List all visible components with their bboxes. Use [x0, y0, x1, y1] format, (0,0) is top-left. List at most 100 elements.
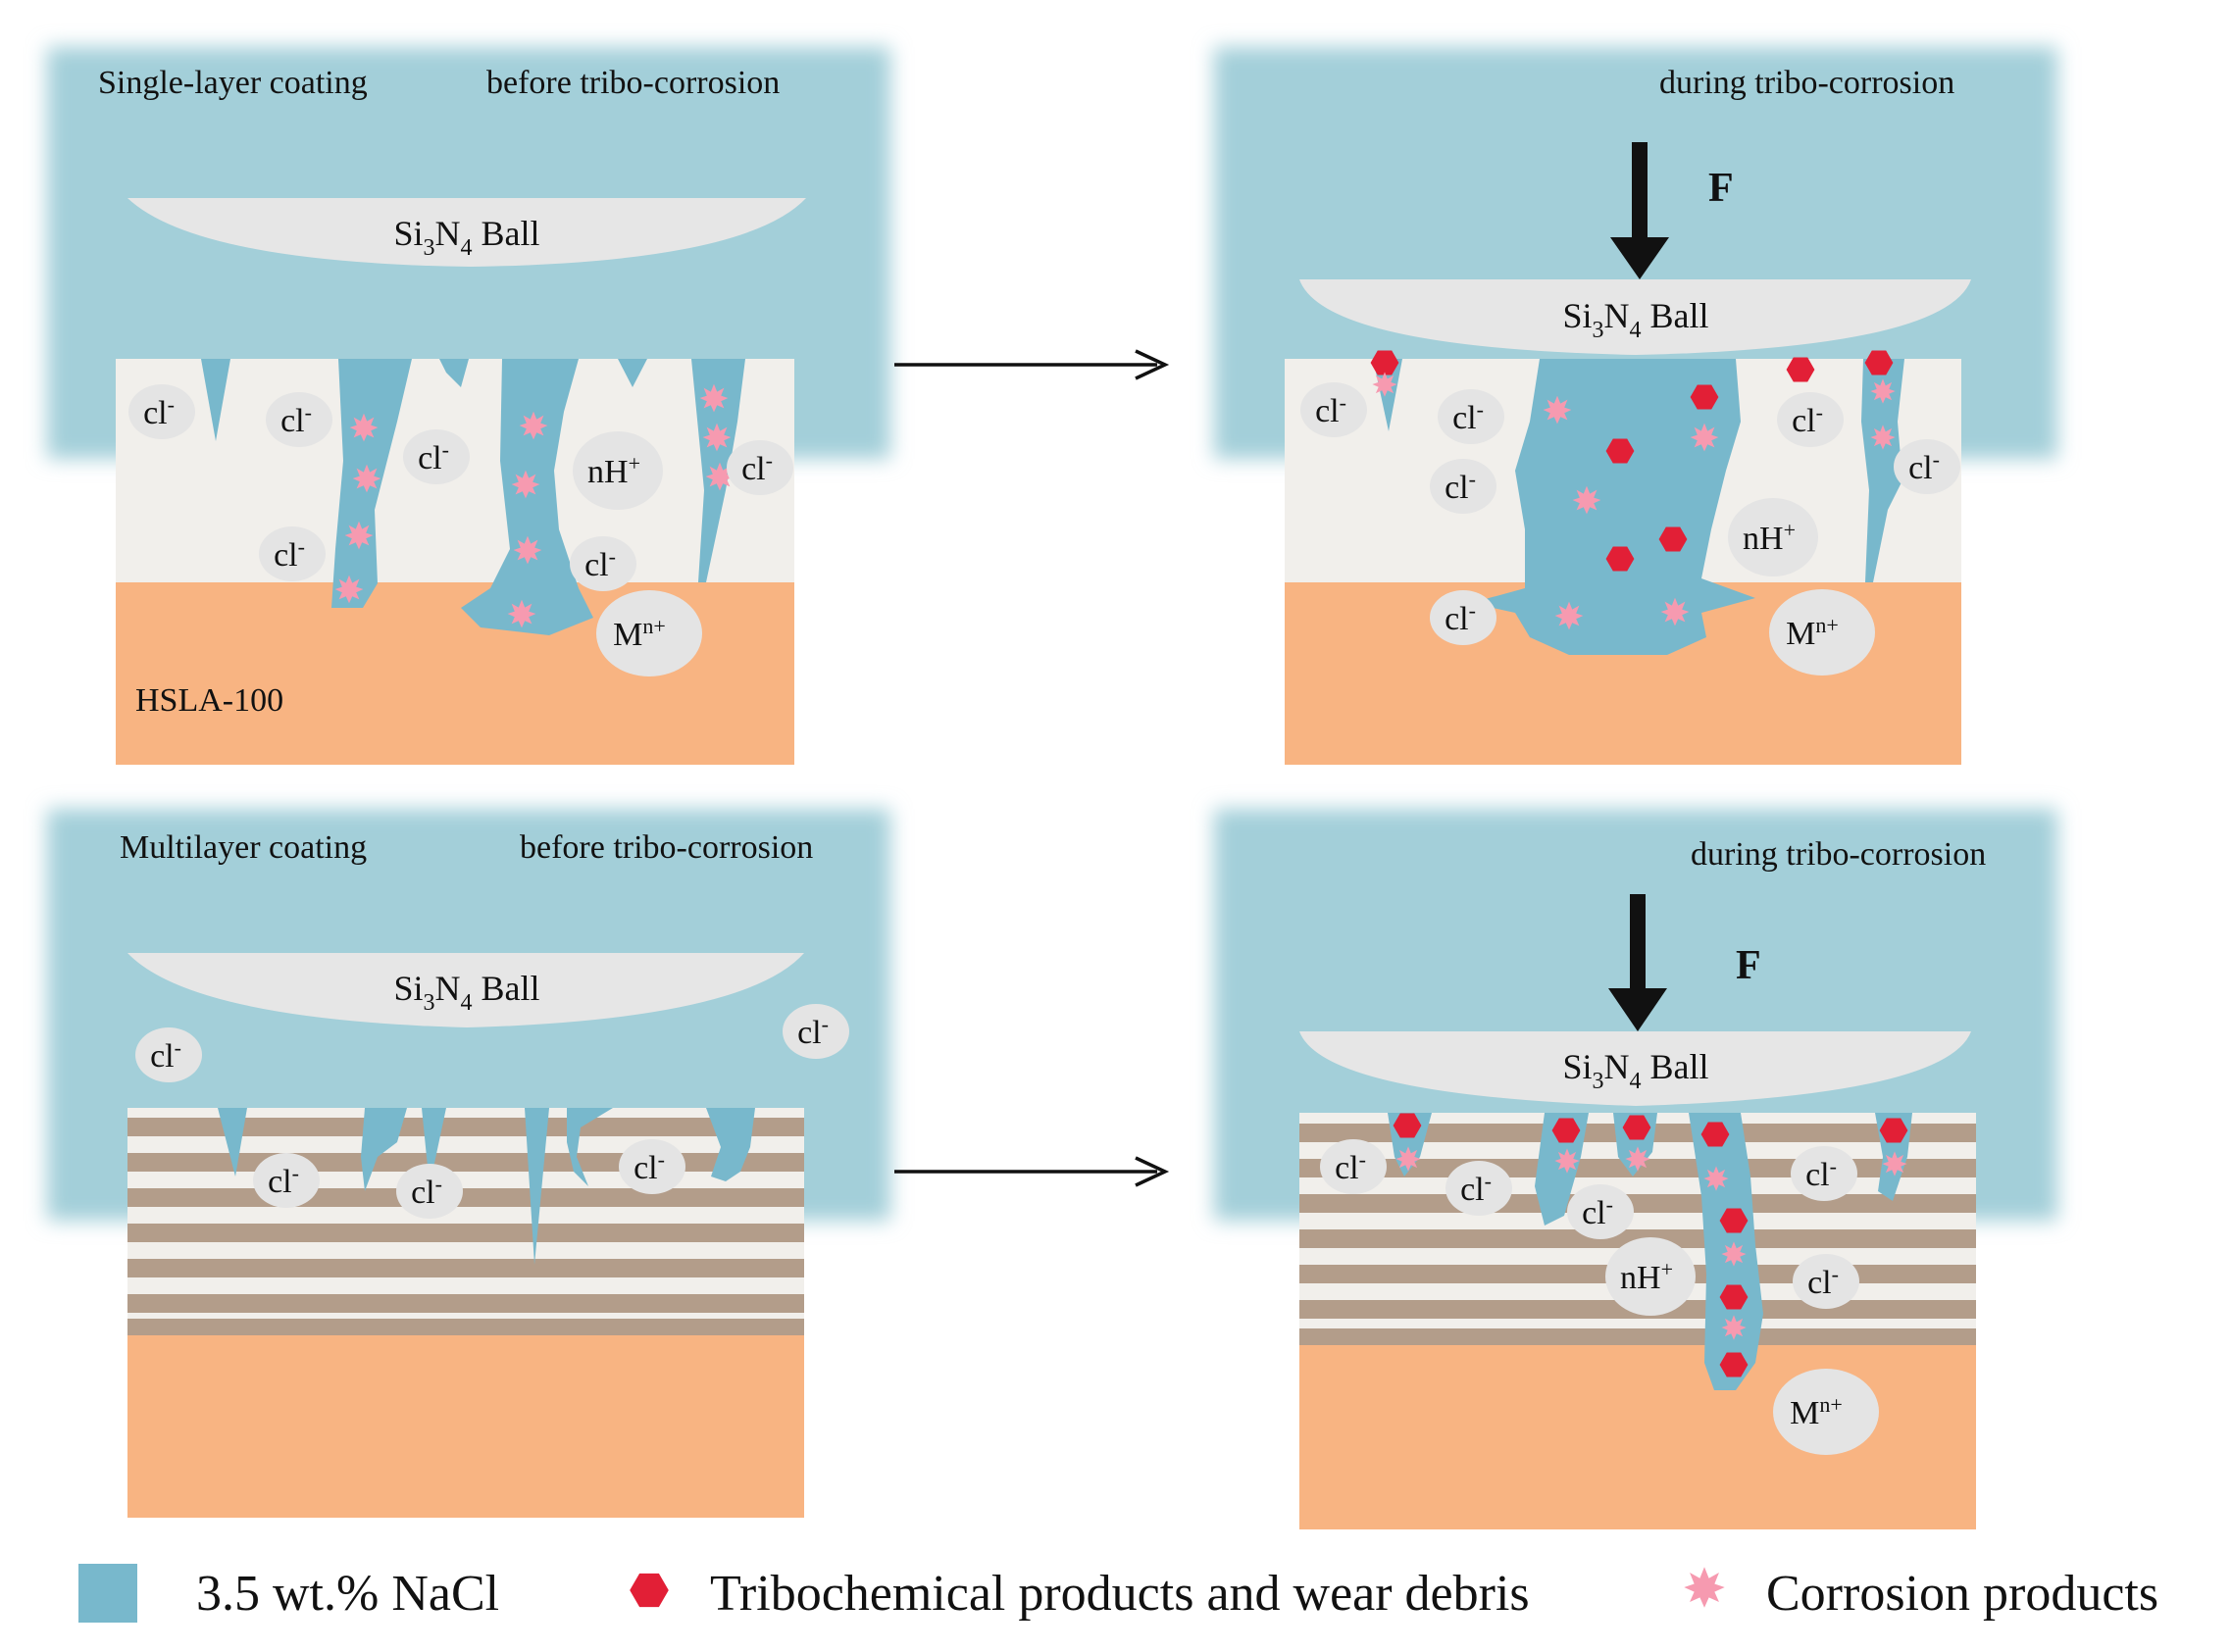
corrosion-product: [511, 470, 540, 499]
svg-text:cl-: cl-: [1582, 1192, 1613, 1231]
svg-text:cl-: cl-: [741, 448, 773, 487]
crack: [567, 1108, 613, 1186]
crack: [1861, 359, 1904, 582]
svg-text:cl-: cl-: [634, 1147, 665, 1186]
during-label: during tribo-corrosion: [1659, 65, 1954, 101]
hydrogen-ion: nH+: [1728, 498, 1818, 576]
corrosion-product: [1870, 378, 1896, 404]
chloride-ion: cl-: [1320, 1139, 1387, 1194]
svg-text:cl-: cl-: [1335, 1147, 1366, 1186]
corrosion-product: [1703, 1166, 1729, 1191]
corrosion-product: [1660, 597, 1690, 626]
crack: [706, 1108, 755, 1181]
svg-text:Mn+: Mn+: [1786, 613, 1839, 652]
corrosion-product: [1372, 372, 1397, 397]
nacl-swatch: [78, 1564, 137, 1623]
crack: [218, 1108, 247, 1176]
crack: [201, 359, 230, 441]
chloride-ion: cl-: [1777, 392, 1844, 447]
corrosion-product: [699, 383, 729, 413]
corrosion-product: [1625, 1146, 1650, 1172]
svg-text:cl-: cl-: [1460, 1169, 1492, 1208]
si3n4-ball: [1299, 1031, 1971, 1106]
chloride-ion: cl-: [1445, 1161, 1512, 1216]
before-label: before tribo-corrosion: [486, 65, 780, 101]
svg-text:cl-: cl-: [1807, 1262, 1839, 1301]
chloride-ion: cl-: [253, 1153, 320, 1208]
svg-text:cl-: cl-: [1792, 400, 1823, 439]
chloride-ion: cl-: [135, 1027, 202, 1082]
svg-text:nH+: nH+: [1743, 518, 1796, 557]
svg-text:cl-: cl-: [1315, 390, 1346, 429]
svg-text:nH+: nH+: [587, 451, 640, 490]
svg-text:cl-: cl-: [150, 1035, 181, 1075]
corrosion-product: [1554, 1148, 1580, 1174]
crack: [618, 359, 647, 387]
corrosion-product: [1690, 423, 1719, 452]
panel-single-before: Si3N4 Ball Single-layer coating before t…: [47, 47, 890, 765]
chloride-ion: cl-: [1430, 459, 1496, 514]
hexagon-icon: [628, 1565, 671, 1623]
svg-text:cl-: cl-: [1445, 598, 1476, 637]
ball-label: Si3N4 Ball: [1562, 1047, 1708, 1094]
chloride-ion: cl-: [128, 384, 195, 439]
force-label: F: [1708, 166, 1734, 211]
chloride-ion: cl-: [619, 1139, 685, 1194]
corrosion-product: [334, 575, 364, 604]
corrosion-product: [702, 423, 732, 452]
legend-tribo-label: Tribochemical products and wear debris: [710, 1565, 1530, 1622]
corrosion-product: [1554, 601, 1584, 630]
svg-text:cl-: cl-: [584, 544, 616, 583]
force-arrow: [1610, 142, 1669, 279]
chloride-ion: cl-: [570, 536, 636, 591]
svg-text:cl-: cl-: [1452, 397, 1484, 436]
metal-ion: Mn+: [1769, 589, 1875, 676]
hydrogen-ion: nH+: [573, 431, 663, 510]
crack: [439, 359, 469, 387]
substrate-label: HSLA-100: [135, 682, 283, 719]
hydrogen-ion: nH+: [1605, 1237, 1696, 1316]
wear-channel: [1471, 359, 1755, 655]
crack: [1689, 1113, 1763, 1390]
metal-ion: Mn+: [1773, 1369, 1879, 1455]
corrosion-product: [1572, 485, 1601, 515]
legend-corrosion-label: Corrosion products: [1766, 1565, 2159, 1622]
substrate: [1299, 1345, 1976, 1529]
svg-text:Mn+: Mn+: [1790, 1392, 1843, 1431]
legend: 3.5 wt.% NaCl Tribochemical products and…: [0, 1549, 2231, 1637]
legend-item-corrosion: Corrosion products: [1682, 1549, 2158, 1637]
process-arrow: [894, 349, 1170, 380]
si3n4-ball: [127, 953, 804, 1027]
corrosion-product: [1395, 1146, 1421, 1172]
svg-text:cl-: cl-: [268, 1161, 299, 1200]
ball-label: Si3N4 Ball: [1562, 296, 1708, 343]
chloride-ion: cl-: [1430, 590, 1496, 645]
legend-nacl-label: 3.5 wt.% NaCl: [196, 1565, 500, 1622]
svg-text:nH+: nH+: [1620, 1257, 1673, 1296]
corrosion-product: [1882, 1151, 1907, 1176]
corrosion-product: [1870, 425, 1896, 450]
metal-ion: Mn+: [596, 590, 702, 676]
corrosion-product: [352, 464, 381, 493]
before-label: before tribo-corrosion: [520, 829, 813, 866]
crack: [1535, 1113, 1589, 1226]
corrosion-product: [513, 535, 542, 565]
chloride-ion: cl-: [1438, 389, 1504, 444]
crack: [361, 1108, 407, 1191]
svg-text:cl-: cl-: [797, 1012, 829, 1051]
during-label: during tribo-corrosion: [1691, 836, 1986, 873]
chloride-ion: cl-: [266, 392, 332, 447]
ball-label: Si3N4 Ball: [393, 214, 539, 261]
crack: [1373, 359, 1402, 431]
chloride-ion: cl-: [783, 1004, 849, 1059]
svg-text:cl-: cl-: [418, 437, 449, 476]
substrate: [127, 1335, 804, 1518]
chloride-ion: cl-: [259, 526, 326, 581]
corrosion-product: [1543, 395, 1572, 425]
starburst-icon: [1682, 1565, 1727, 1623]
svg-text:cl-: cl-: [280, 400, 312, 439]
crack: [461, 359, 593, 635]
corrosion-product: [1721, 1241, 1747, 1267]
svg-text:Mn+: Mn+: [613, 614, 666, 653]
